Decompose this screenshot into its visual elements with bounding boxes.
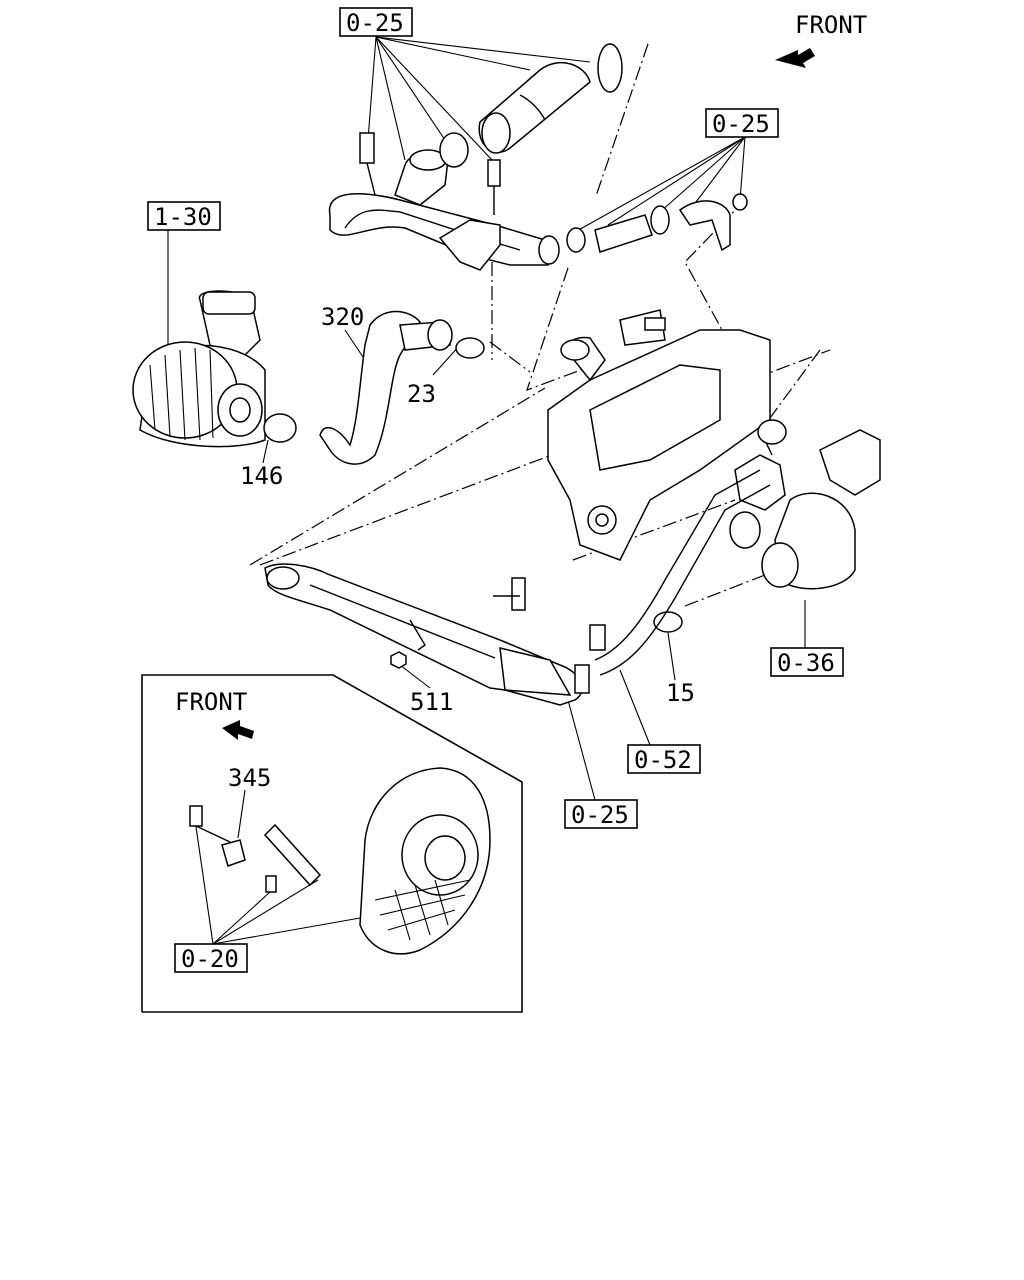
engine-block [547, 309, 771, 561]
gasket-15 [653, 611, 683, 633]
part-number-clamp-small: 23 [407, 380, 436, 408]
clamp-146 [263, 413, 297, 443]
inset-panel [141, 674, 523, 1013]
front-label-top: FRONT [795, 11, 867, 39]
part-number-nut: 511 [410, 688, 453, 716]
ref-label: 0-20 [181, 945, 239, 973]
part-number-clamp: 146 [240, 462, 283, 490]
part-number-gasket: 15 [666, 679, 695, 707]
front-indicator-inset: FRONT [175, 688, 254, 740]
ref-label: 0-36 [777, 649, 835, 677]
nut-511 [390, 651, 407, 669]
front-arrow-icon [775, 48, 815, 68]
ref-label: 0-25 [346, 9, 404, 37]
ref-label: 0-25 [712, 110, 770, 138]
ref-box-pipe: 0-52 [627, 744, 701, 774]
part-number-hose: 320 [321, 303, 364, 331]
ref-box-bottom: 0-25 [564, 799, 638, 829]
leader-lines [167, 36, 806, 945]
front-label-inset: FRONT [175, 688, 247, 716]
hose-320 [319, 310, 485, 465]
ref-box-air-cleaner: 1-30 [147, 201, 221, 231]
pipe-0-52 [594, 469, 761, 661]
ref-label: 0-52 [634, 746, 692, 774]
lower-intake-pipe [264, 563, 606, 706]
ref-box-turbo: 0-36 [770, 647, 844, 677]
front-indicator-top: FRONT [775, 11, 867, 68]
upper-intake-hose [328, 132, 560, 271]
right-upper-hoses [566, 193, 748, 253]
ref-label: 0-25 [571, 801, 629, 829]
ref-label: 1-30 [154, 203, 212, 231]
ref-box-top-left: 0-25 [339, 7, 413, 37]
air-cleaner [132, 290, 266, 448]
ref-box-top-right: 0-25 [705, 108, 779, 138]
part-number-bracket: 345 [228, 764, 271, 792]
bracket-345 [221, 839, 246, 867]
front-arrow-icon [222, 720, 254, 740]
turbocharger [729, 419, 881, 590]
ref-box-inset: 0-20 [174, 943, 248, 973]
upper-straight-hose [478, 43, 623, 154]
